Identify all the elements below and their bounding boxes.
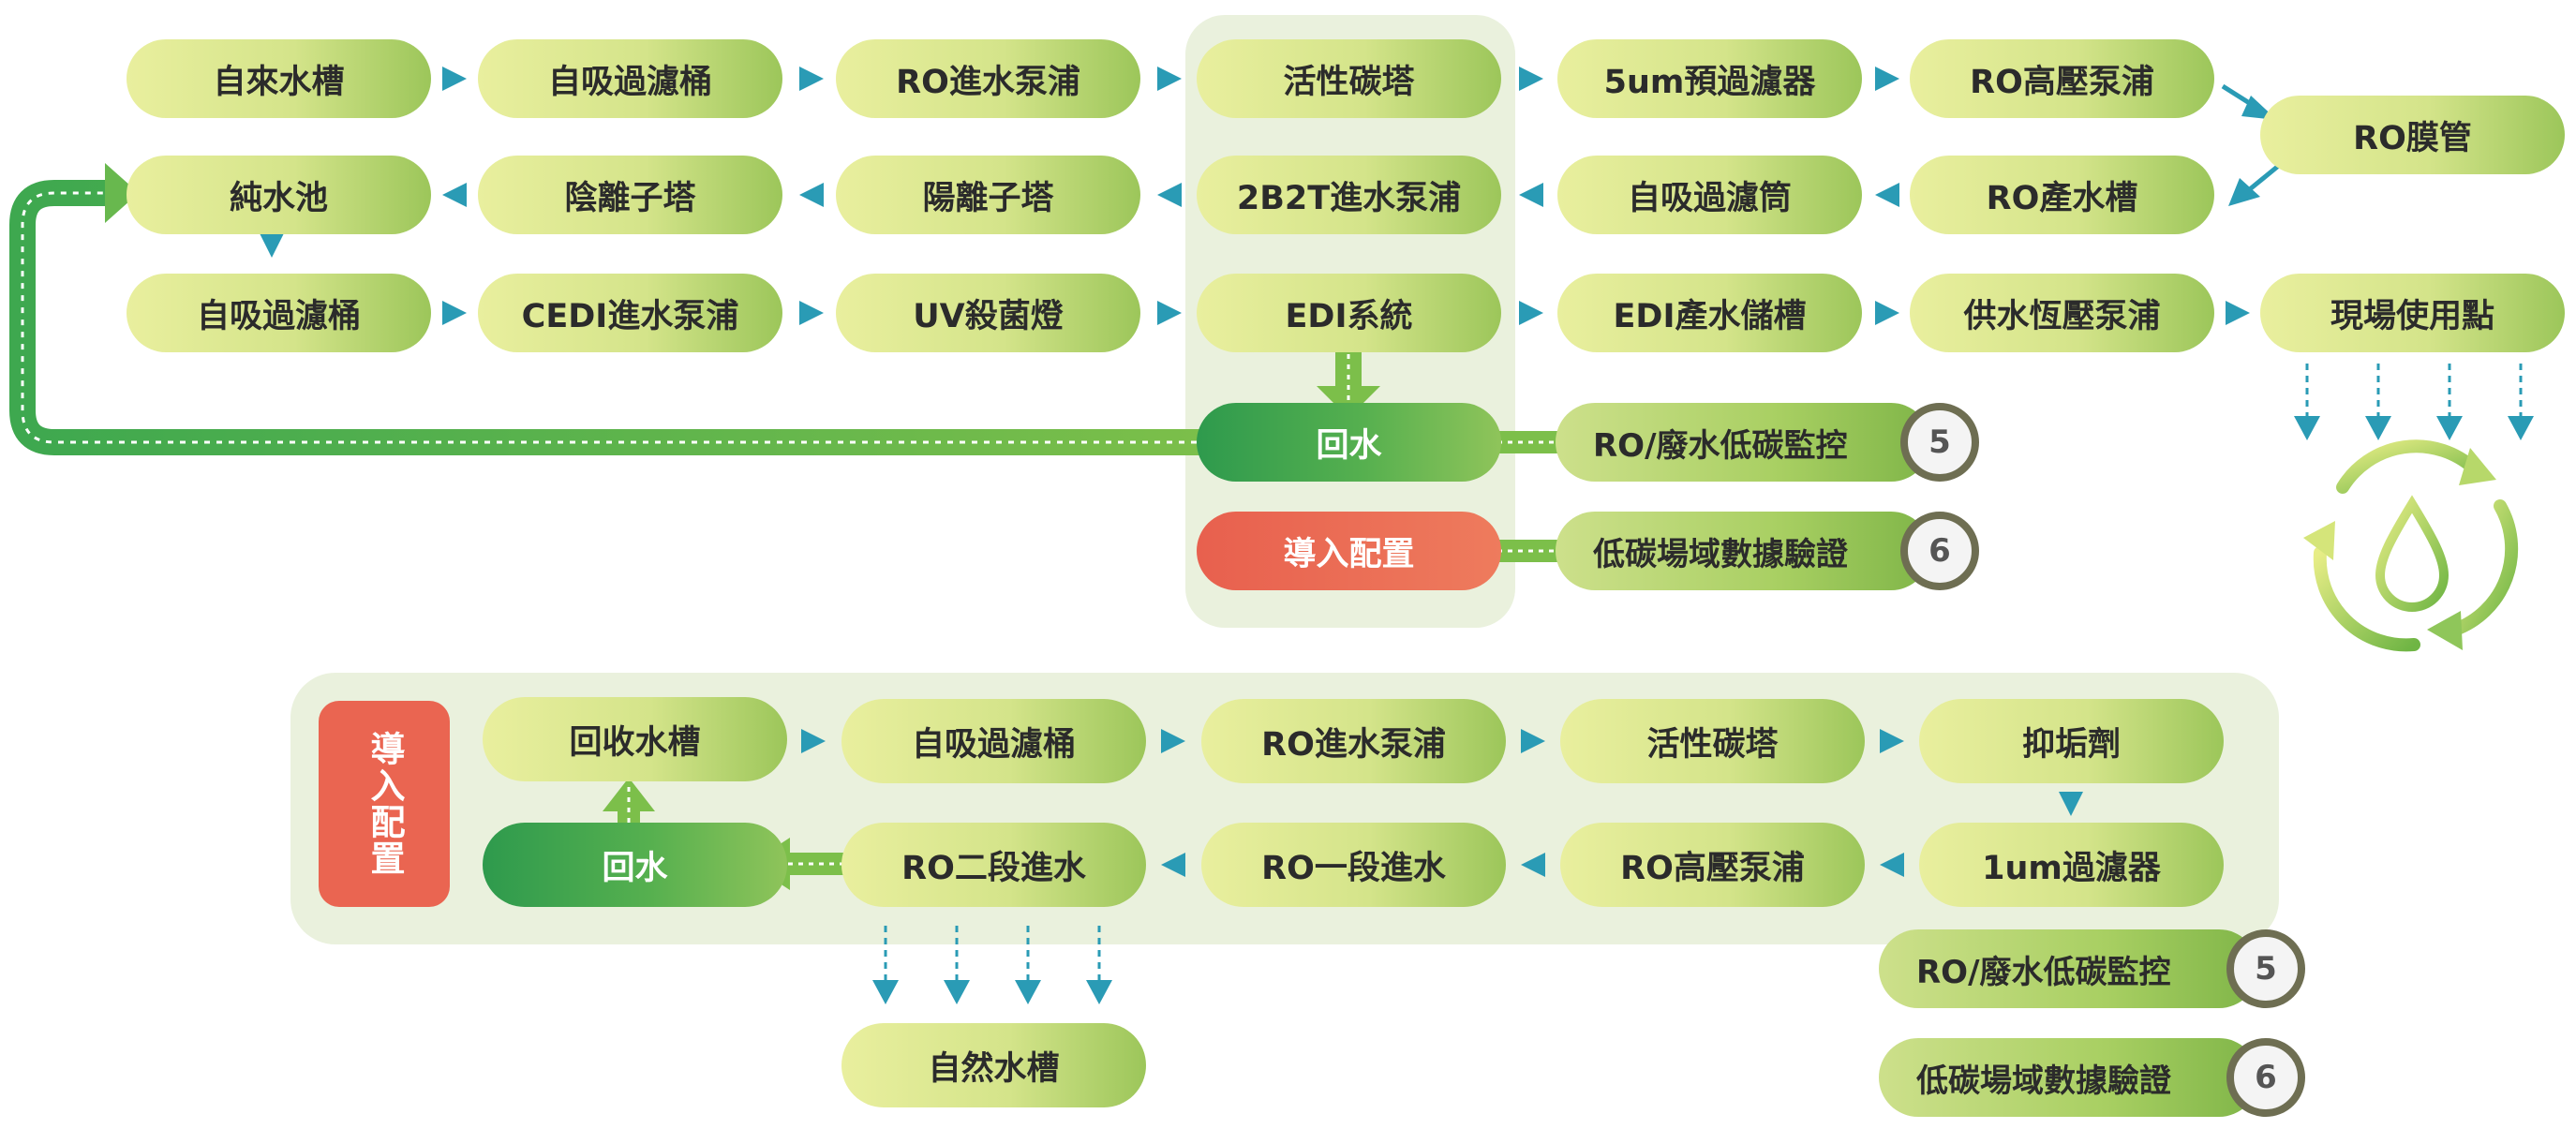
node-self-priming-filter-bucket: 自吸過濾桶: [478, 39, 782, 118]
flow-arrow-9: [1875, 183, 1899, 207]
monitor-data-verification-top: 低碳場域數據驗證: [1556, 512, 1930, 590]
node-self-priming-filter-bucket-2: 自吸過濾桶: [127, 274, 431, 352]
node-pure-water-pool: 純水池: [127, 156, 431, 234]
flow-arrow-6: [799, 183, 824, 207]
node-edi-product-tank: EDI產水儲槽: [1557, 274, 1862, 352]
flow-arrow-10: [442, 301, 467, 325]
flow-arrow-0: [442, 67, 467, 91]
node-2b2t-feed-pump: 2B2T進水泵浦: [1197, 156, 1501, 234]
badge-5-top: 5: [1900, 403, 1979, 482]
flow-arrow-3: [1519, 67, 1543, 91]
monitor-ro-lowcarbon-top: RO/廢水低碳監控: [1556, 403, 1930, 482]
flow-arrow-13: [1519, 301, 1543, 325]
bottom-intro-title: 導入配置: [319, 701, 450, 907]
node-natural-water-tank: 自然水槽: [841, 1023, 1146, 1107]
node-activated-carbon-tower: 活性碳塔: [1197, 39, 1501, 118]
node-recycle-water-top: 回水: [1197, 403, 1501, 482]
flow-arrow-1: [799, 67, 824, 91]
flow-arrow-5: [442, 183, 467, 207]
flow-arrow-8: [1519, 183, 1543, 207]
node-1um-filter: 1um過濾器: [1919, 823, 2224, 907]
node-self-priming-filter-cartridge: 自吸過濾筒: [1557, 156, 1862, 234]
node-cation-tower: 陽離子塔: [836, 156, 1140, 234]
node-ro-feed-pump: RO進水泵浦: [836, 39, 1140, 118]
flow-arrow-2: [1157, 67, 1182, 91]
site-outflow-arrows: [2294, 364, 2534, 440]
flow-arrow-11: [799, 301, 824, 325]
node-activated-carbon-tower-bottom: 活性碳塔: [1560, 699, 1865, 783]
badge-6-top: 6: [1900, 512, 1979, 590]
flow-arrow-12: [1157, 301, 1182, 325]
node-anion-tower: 陰離子塔: [478, 156, 782, 234]
flow-arrow-7: [1157, 183, 1182, 207]
water-drop-recycle-icon: [2303, 439, 2519, 652]
monitor-data-verification-label: 低碳場域數據驗證: [1593, 535, 1848, 573]
node-edi-system: EDI系統: [1197, 274, 1501, 352]
node-tap-water-tank: 自來水槽: [127, 39, 431, 118]
node-uv-lamp: UV殺菌燈: [836, 274, 1140, 352]
monitor-data-verification-bottom: 低碳場域數據驗證: [1879, 1038, 2258, 1117]
flow-arrow-16: [260, 233, 284, 258]
node-5um-prefilter: 5um預過濾器: [1557, 39, 1862, 118]
node-ro-membrane: RO膜管: [2260, 96, 2565, 174]
node-recovery-water-tank: 回收水槽: [483, 697, 787, 781]
node-cedi-feed-pump: CEDI進水泵浦: [478, 274, 782, 352]
flow-arrow-4: [1875, 67, 1899, 91]
badge-5-bottom: 5: [2226, 929, 2305, 1008]
badge-6-bottom: 6: [2226, 1038, 2305, 1117]
node-ro-stage1-feed: RO一段進水: [1201, 823, 1506, 907]
flow-arrow-15: [2226, 301, 2250, 325]
node-recycle-water-bottom: 回水: [483, 823, 787, 907]
monitor-ro-lowcarbon-label-bottom: RO/廢水低碳監控: [1916, 953, 2171, 991]
node-self-priming-filter-bucket-bottom: 自吸過濾桶: [841, 699, 1146, 783]
node-intro-config-top: 導入配置: [1197, 512, 1501, 590]
node-ro-feed-pump-bottom: RO進水泵浦: [1201, 699, 1506, 783]
node-ro-high-pressure-pump: RO高壓泵浦: [1910, 39, 2214, 118]
monitor-data-verification-label-bottom: 低碳場域數據驗證: [1916, 1062, 2171, 1100]
flow-arrow-14: [1875, 301, 1899, 325]
node-point-of-use: 現場使用點: [2260, 274, 2565, 352]
monitor-ro-lowcarbon-bottom: RO/廢水低碳監控: [1879, 929, 2258, 1008]
node-ro-high-pressure-pump-bottom: RO高壓泵浦: [1560, 823, 1865, 907]
node-ro-stage2-feed: RO二段進水: [841, 823, 1146, 907]
node-antiscalant: 抑垢劑: [1919, 699, 2224, 783]
node-ro-product-tank: RO產水槽: [1910, 156, 2214, 234]
node-constant-pressure-pump: 供水恆壓泵浦: [1910, 274, 2214, 352]
monitor-ro-lowcarbon-label: RO/廢水低碳監控: [1593, 426, 1848, 465]
